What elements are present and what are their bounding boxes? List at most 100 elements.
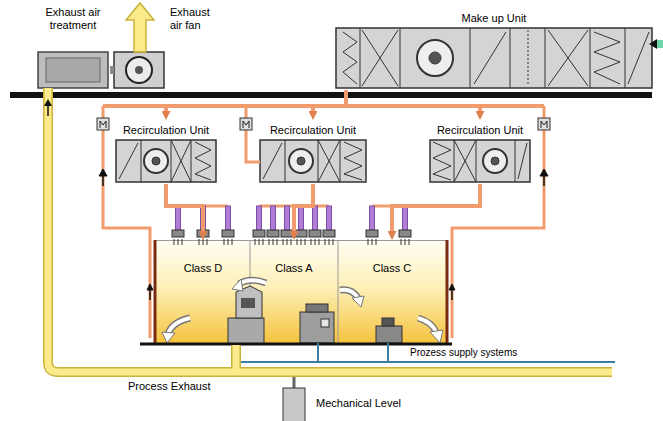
recirculation-unit-box [430,140,530,182]
exhaust-fan-box [126,57,152,83]
cleanroom-zone: Class C [338,240,446,344]
hepa-diffuser [222,230,234,237]
recirculation-unit-box [430,140,530,182]
airflow-arrows [174,239,409,245]
make-up-unit-box [417,40,453,76]
process-supply-line [387,343,389,362]
damper [538,118,550,130]
return-duct [452,130,544,338]
process-exhaust-pipe [48,88,612,372]
air-return-arrow [340,290,358,298]
mechanical-level-box [283,377,305,421]
node-label: Make up Unit [462,12,527,25]
exhaust-treatment-box [38,52,108,88]
recirculation-unit-box [260,140,366,182]
make-up-unit-box [548,30,588,86]
air-return-arrow [418,318,436,332]
intake-arrow [656,40,663,48]
node-label: Class A [275,262,312,275]
return-duct [103,130,150,338]
node-label: Recirculation Unit [437,124,523,137]
flow-arrow [44,99,52,116]
damper [240,118,252,130]
airflow-arrows [255,239,291,245]
recirculation-unit-box [454,140,476,182]
cleanroom-zone: Class A [250,240,338,344]
room-divider [156,240,446,344]
node-label: Exhaust air treatment [38,6,108,32]
hepa-diffuser [176,206,181,230]
process-machine [376,326,402,343]
hepa-diffuser [370,206,375,230]
flow-arrow [540,169,548,176]
damper [541,121,547,128]
recirculation-unit-box [454,140,515,182]
process-machine [228,318,264,344]
recirculation-unit-box [195,142,211,180]
hepa-diffuser [281,230,293,237]
flow-arrow [99,169,107,176]
return-duct [103,106,544,338]
damper [100,121,106,128]
roof-slab [10,92,652,98]
make-up-unit-box [336,28,652,88]
return-duct [246,130,260,162]
process-machine [228,286,402,344]
recirculation-unit-box [116,140,216,182]
process-machine [321,319,329,327]
recirculation-unit-box [483,149,507,173]
hepa-diffuser [226,206,231,230]
air-duct [346,90,480,111]
floor-slab [140,344,452,345]
recirculation-unit-box [263,143,282,179]
hepa-diffuser [295,230,307,237]
flow-arrow [99,169,548,300]
cleanroom-zone: Class D [156,240,250,344]
recirculation-unit-box [297,157,305,165]
air-return-arrow [430,330,443,343]
make-up-unit-box [362,30,398,86]
hepa-diffuser [172,206,411,237]
process-machine [306,304,328,312]
exhaust-treatment-box [38,52,108,88]
make-up-unit: Make up Unit [334,12,654,90]
hepa-diffuser [313,206,318,230]
air-return-arrow [168,318,190,334]
process-machine [382,318,394,326]
hepa-diffuser [197,230,209,237]
air-return-arrow [162,279,443,343]
air-return-arrow [418,318,436,332]
node-label: Exhaust air fan [170,6,216,32]
make-up-unit-box [528,30,529,86]
make-up-unit-box [343,32,357,84]
recirculation-unit: Recirculation Unit [428,120,532,184]
air-return-arrow [340,290,358,298]
hepa-diffuser [299,206,304,230]
air-duct [166,90,346,111]
hepa-diffuser [327,206,332,230]
level-label: Mechanical Level [316,397,401,410]
recirculation-unit-box [152,157,160,165]
label-anchor: Mechanical Level [316,397,401,410]
airflow-arrows [368,239,409,245]
node-label: Class D [184,262,223,275]
process-supply-line [240,343,615,362]
hepa-diffuser [285,206,290,230]
process-supply-line [240,361,615,363]
hepa-diffuser [271,206,276,230]
exhaust-treatment: Exhaust air treatment [36,6,110,90]
recirculation-unit-box [289,149,313,173]
recirculation-unit-box [518,143,527,179]
hepa-diffuser [403,206,408,230]
recirculation-unit-box [260,140,366,182]
air-duct [392,184,480,231]
hepa-diffuser [309,230,321,237]
air-return-arrow [352,296,364,307]
exhaust-outlet-arrow [126,3,154,52]
exhaust-outlet-arrow [126,3,154,52]
cleanroom-space [156,240,446,344]
exhaust-treatment-box [46,58,100,82]
recirculation-unit-box [318,140,340,182]
process-supply-line [317,343,319,362]
node-label: Recirculation Unit [270,124,356,137]
